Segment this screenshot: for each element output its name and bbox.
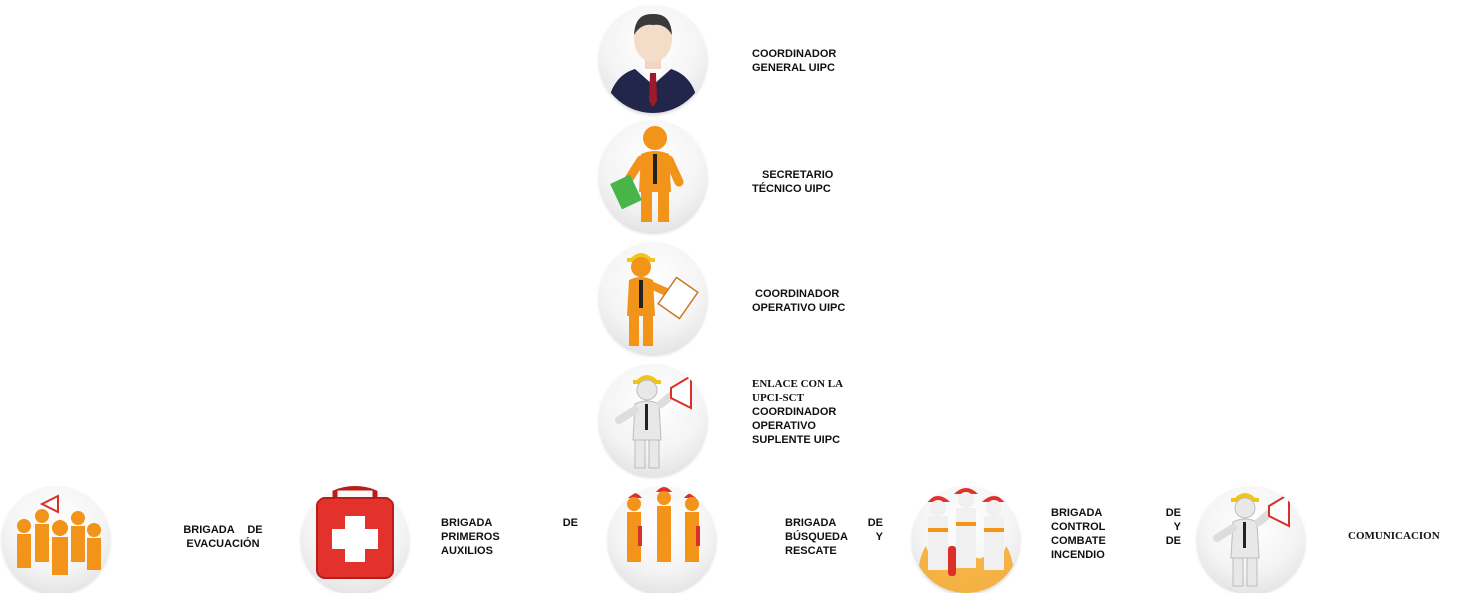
- figure-with-megaphone-icon: [1197, 486, 1305, 593]
- secretary-label: SECRETARIO TÉCNICO UIPC: [752, 169, 834, 195]
- first-aid-kit-icon: [301, 486, 409, 593]
- figure-with-folder-icon: [599, 120, 707, 232]
- first-aid-brigade-label: BRIGADA DE PRIMEROS AUXILIOS: [441, 517, 578, 557]
- firefighters-icon: [608, 486, 716, 593]
- liaison-label: ENLACE CON LA UPCI-SCT COORDINADOR OPERA…: [752, 378, 844, 446]
- coordinator-operative-label: COORDINADOR OPERATIVO UIPC: [752, 288, 846, 314]
- communication-brigade-label: COMUNICACION: [1348, 530, 1440, 542]
- fire-brigade-label: BRIGADA DE CONTROL Y COMBATE DE INCENDIO: [1051, 507, 1181, 561]
- businessman-icon: [599, 5, 707, 113]
- evacuation-brigade-label: BRIGADA DE EVACUACIÓN: [183, 524, 263, 550]
- coordinator-general-label: COORDINADOR GENERAL UIPC: [752, 48, 837, 74]
- crowd-with-megaphone-icon: [2, 486, 110, 593]
- fire-brigade-icon: [912, 486, 1020, 593]
- figure-with-clipboard-icon: [599, 242, 707, 354]
- figure-with-megaphone-icon: [599, 364, 707, 476]
- rescue-brigade-label: BRIGADA DE BÚSQUEDA Y RESCATE: [785, 517, 883, 557]
